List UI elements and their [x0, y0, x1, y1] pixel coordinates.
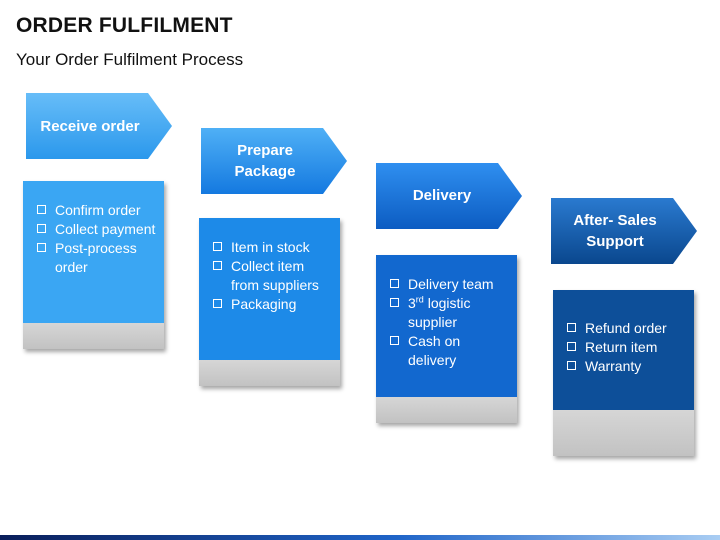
bottom-accent-line: [0, 535, 720, 540]
checkbox-icon: [213, 299, 222, 308]
checkbox-icon: [390, 336, 399, 345]
arrow-shape: [201, 128, 347, 194]
arrow-shape: [26, 93, 172, 159]
checkbox-icon: [37, 243, 46, 252]
step-arrow-after-sales-support: After- Sales Support: [551, 198, 697, 264]
item-list: Confirm order Collect payment Post-proce…: [37, 201, 158, 277]
card-body: Refund order Return item Warranty: [553, 290, 694, 410]
list-item: Post-process order: [37, 239, 158, 277]
list-item: Delivery team: [390, 275, 511, 294]
step-card-delivery: Delivery team 3rd logistic supplier Cash…: [376, 255, 517, 423]
card-footer: [199, 360, 340, 386]
list-item: Cash on delivery: [390, 332, 511, 370]
item-list: Item in stock Collect item from supplier…: [213, 238, 334, 314]
card-footer: [23, 323, 164, 349]
step-arrow-receive-order: Receive order: [26, 93, 172, 159]
arrow-shape: [376, 163, 522, 229]
page-subtitle: Your Order Fulfilment Process: [16, 50, 244, 69]
item-list: Refund order Return item Warranty: [567, 319, 688, 376]
step-arrow-prepare-package: Prepare Package: [201, 128, 347, 194]
list-item: Collect item from suppliers: [213, 257, 334, 295]
arrow-shape: [551, 198, 697, 264]
step-arrow-delivery: Delivery: [376, 163, 522, 229]
checkbox-icon: [213, 242, 222, 251]
checkbox-icon: [390, 298, 399, 307]
checkbox-icon: [37, 205, 46, 214]
card-body: Delivery team 3rd logistic supplier Cash…: [376, 255, 517, 397]
list-item: Refund order: [567, 319, 688, 338]
checkbox-icon: [567, 323, 576, 332]
step-label: Receive order: [40, 117, 140, 135]
card-footer: [376, 397, 517, 423]
list-item: Packaging: [213, 295, 334, 314]
list-item: Item in stock: [213, 238, 334, 257]
list-item: 3rd logistic supplier: [390, 294, 511, 332]
list-item: Warranty: [567, 357, 688, 376]
list-item: Confirm order: [37, 201, 158, 220]
list-item: Return item: [567, 338, 688, 357]
step-card-receive-order: Confirm order Collect payment Post-proce…: [23, 181, 164, 349]
step-card-after-sales-support: Refund order Return item Warranty: [553, 290, 694, 456]
step-label: Prepare Package: [234, 142, 296, 180]
step-card-prepare-package: Item in stock Collect item from supplier…: [199, 218, 340, 386]
list-item: Collect payment: [37, 220, 158, 239]
page-title: ORDER FULFILMENT: [16, 14, 233, 37]
card-body: Confirm order Collect payment Post-proce…: [23, 181, 164, 323]
checkbox-icon: [390, 279, 399, 288]
checkbox-icon: [567, 342, 576, 351]
card-footer: [553, 410, 694, 456]
item-list: Delivery team 3rd logistic supplier Cash…: [390, 275, 511, 370]
card-body: Item in stock Collect item from supplier…: [199, 218, 340, 360]
checkbox-icon: [37, 224, 46, 233]
checkbox-icon: [567, 361, 576, 370]
checkbox-icon: [213, 261, 222, 270]
step-label: Delivery: [412, 186, 472, 204]
step-label: After- Sales Support: [573, 212, 657, 250]
